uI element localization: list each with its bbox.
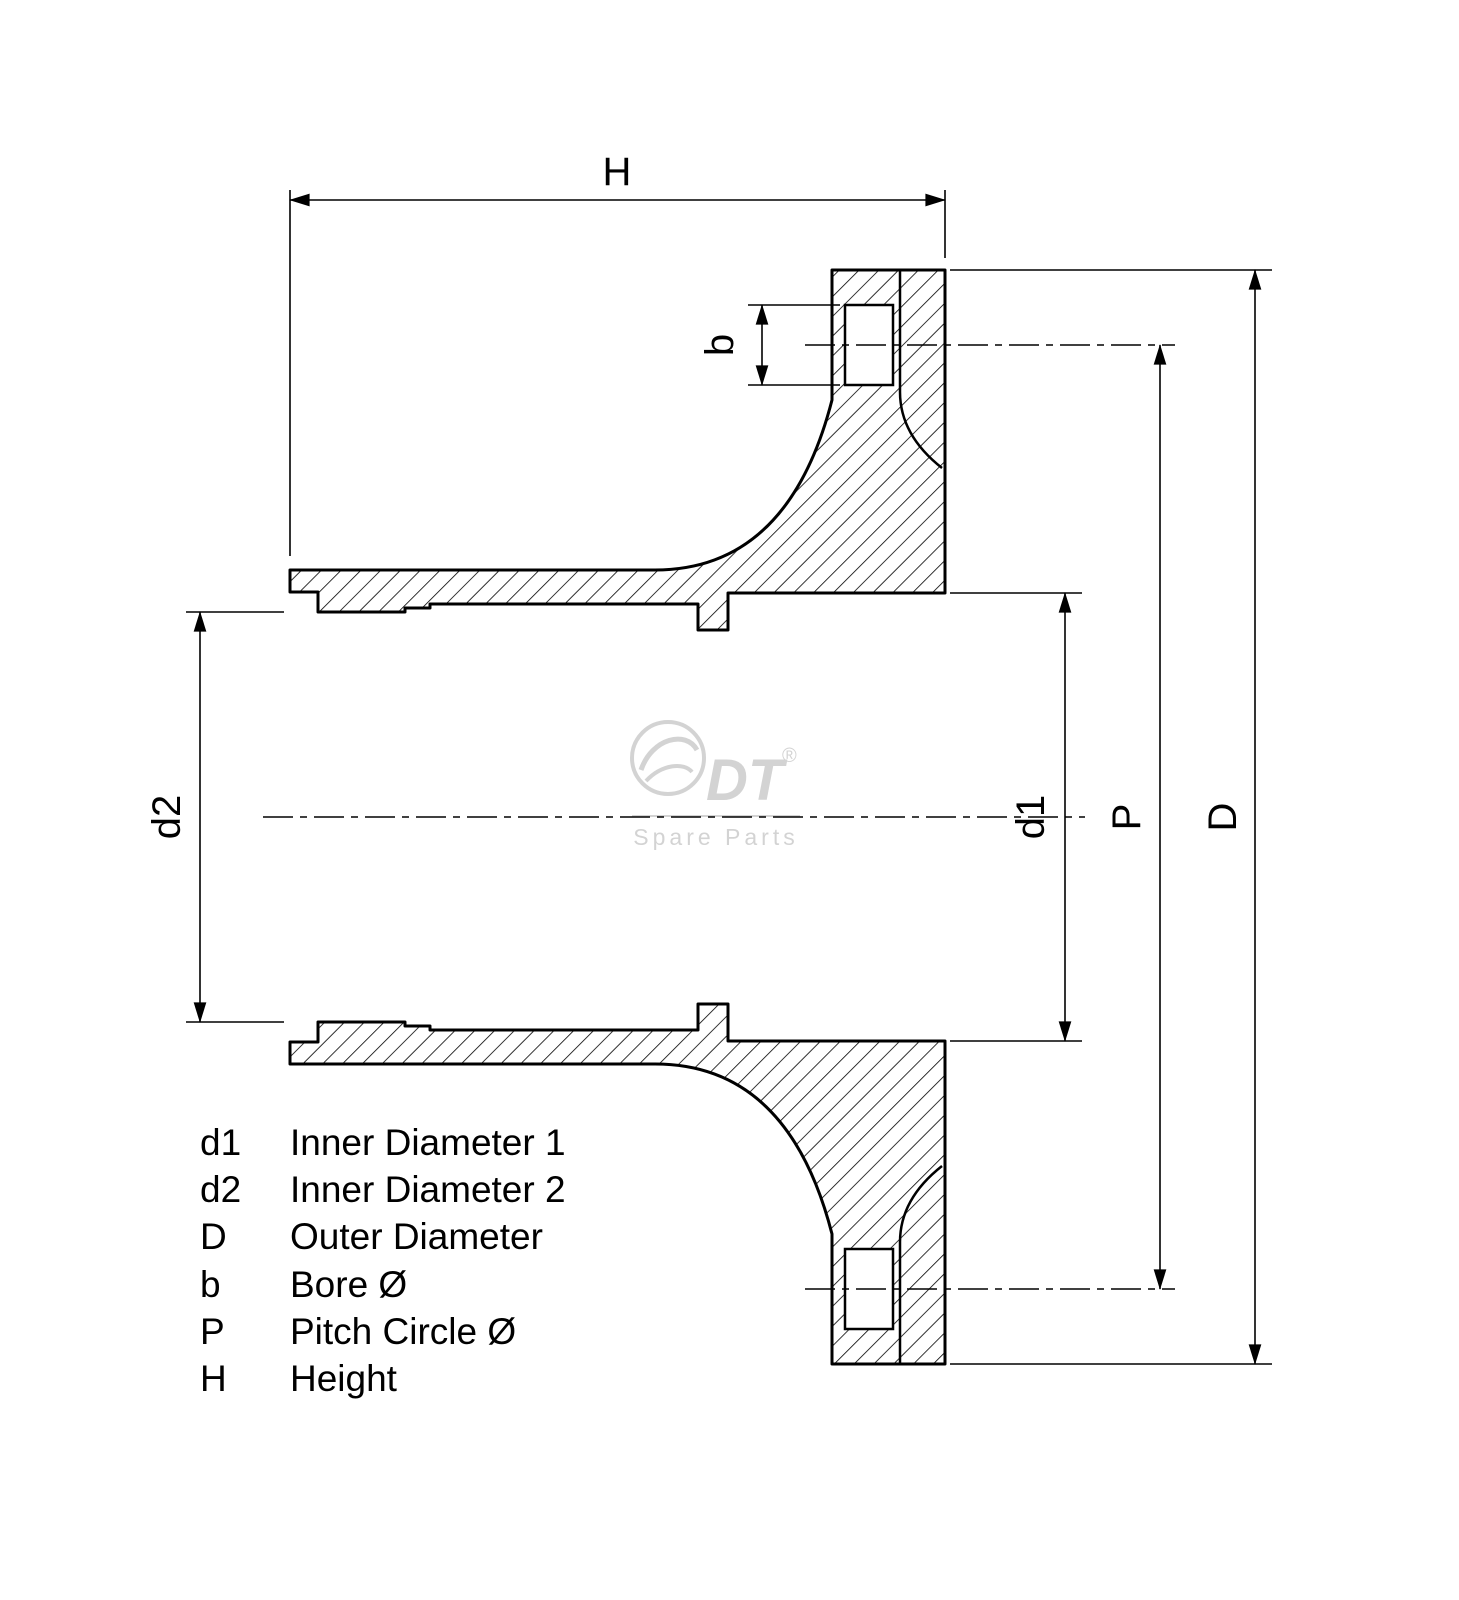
dimension-d: D xyxy=(950,269,1272,1365)
hub-section-lower xyxy=(288,1002,947,1366)
watermark-registered: ® xyxy=(782,745,797,767)
legend-row: d2 Inner Diameter 2 xyxy=(200,1169,566,1210)
legend-row: H Height xyxy=(200,1358,398,1399)
watermark-brand: DT xyxy=(706,748,788,813)
dimension-p: P xyxy=(1105,344,1167,1290)
dimension-d1: d1 xyxy=(950,592,1082,1042)
boss-fillet-bottom xyxy=(898,1165,943,1364)
legend-description: Bore Ø xyxy=(290,1264,407,1305)
legend-description: Outer Diameter xyxy=(290,1216,543,1257)
legend-row: D Outer Diameter xyxy=(200,1216,543,1257)
legend-row: P Pitch Circle Ø xyxy=(200,1311,516,1352)
dimension-b: b xyxy=(698,304,840,386)
boss-fillet-top xyxy=(898,270,943,469)
hub-section-upper xyxy=(288,268,947,632)
legend: d1 Inner Diameter 1 d2 Inner Diameter 2 … xyxy=(200,1122,566,1399)
legend-symbol: D xyxy=(200,1216,227,1257)
dimension-d2: d2 xyxy=(145,611,284,1023)
dimension-d1-label: d1 xyxy=(1009,795,1053,840)
watermark-swoosh-icon xyxy=(638,736,700,771)
legend-symbol: P xyxy=(200,1311,225,1352)
legend-symbol: H xyxy=(200,1358,227,1399)
legend-symbol: d1 xyxy=(200,1122,241,1163)
dimension-h-label: H xyxy=(603,150,632,194)
dimension-d2-label: d2 xyxy=(145,795,189,840)
legend-row: b Bore Ø xyxy=(200,1264,407,1305)
dimension-d-label: D xyxy=(1201,803,1245,832)
legend-description: Inner Diameter 2 xyxy=(290,1169,566,1210)
legend-symbol: d2 xyxy=(200,1169,241,1210)
dimension-p-label: P xyxy=(1105,804,1149,831)
watermark-swoosh2-icon xyxy=(644,763,694,783)
legend-row: d1 Inner Diameter 1 xyxy=(200,1122,566,1163)
centerlines xyxy=(263,344,1175,1290)
dimension-b-label: b xyxy=(698,334,742,356)
legend-description: Pitch Circle Ø xyxy=(290,1311,516,1352)
watermark-logo: DT ® Spare Parts xyxy=(630,720,800,850)
legend-description: Height xyxy=(290,1358,398,1399)
legend-description: Inner Diameter 1 xyxy=(290,1122,566,1163)
legend-symbol: b xyxy=(200,1264,221,1305)
watermark-globe-icon xyxy=(630,720,706,796)
watermark-subtitle: Spare Parts xyxy=(633,824,798,850)
dimension-h: H xyxy=(289,150,946,556)
